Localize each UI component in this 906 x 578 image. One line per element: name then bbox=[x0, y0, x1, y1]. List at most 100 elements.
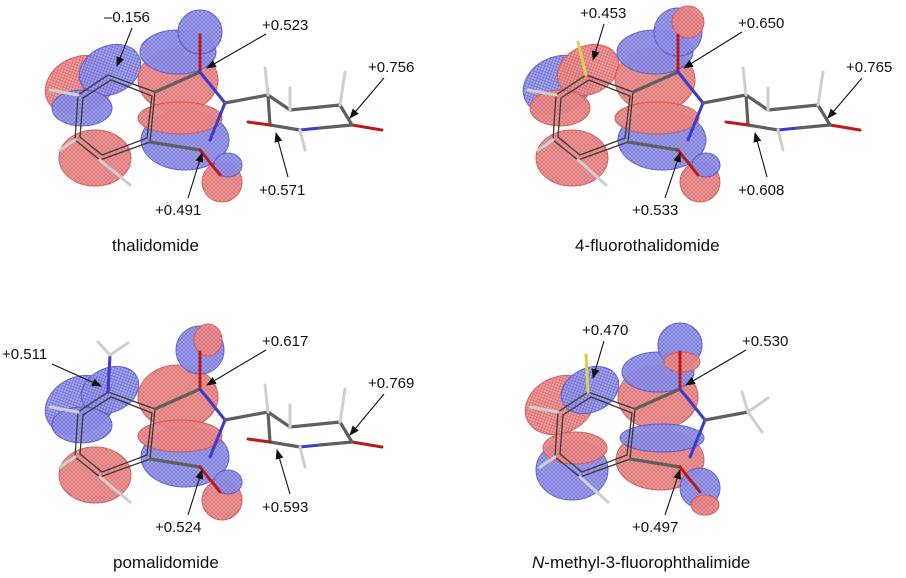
charge-label: +0.497 bbox=[632, 519, 678, 536]
charge-arrow bbox=[664, 152, 681, 199]
bond bbox=[318, 440, 354, 447]
bond bbox=[148, 140, 202, 152]
bond bbox=[288, 103, 342, 112]
bond bbox=[676, 70, 705, 105]
bond bbox=[746, 396, 770, 414]
charge-arrow bbox=[827, 77, 863, 119]
charge-arrow bbox=[187, 469, 204, 516]
bond bbox=[776, 128, 785, 152]
orbital-lobe bbox=[671, 5, 705, 39]
bond bbox=[338, 103, 354, 127]
charge-label: +0.511 bbox=[2, 346, 47, 363]
bond bbox=[208, 418, 227, 459]
bond bbox=[298, 126, 322, 132]
bond bbox=[631, 70, 680, 94]
bond bbox=[198, 387, 227, 422]
orbital-lobe bbox=[213, 469, 243, 495]
charge-arrow bbox=[591, 23, 605, 61]
bond bbox=[557, 79, 631, 156]
charge-arrow bbox=[349, 393, 385, 436]
bond bbox=[246, 120, 272, 127]
charge-label: +0.491 bbox=[155, 202, 201, 219]
charge-label: +0.650 bbox=[738, 15, 784, 32]
bond bbox=[246, 437, 272, 444]
bond bbox=[223, 410, 270, 422]
bond bbox=[266, 93, 292, 112]
molecule-name: N-methyl-3-fluorophthalimide bbox=[532, 553, 750, 572]
bond bbox=[744, 93, 750, 127]
bond bbox=[350, 123, 384, 132]
bond bbox=[48, 88, 80, 97]
charge-label: +0.765 bbox=[846, 59, 892, 76]
orbital-lobe bbox=[542, 431, 608, 465]
bond bbox=[816, 103, 832, 127]
orbital-lobe bbox=[137, 101, 223, 135]
bond bbox=[266, 410, 292, 429]
charge-arrow bbox=[753, 132, 768, 178]
bond bbox=[559, 396, 633, 473]
bond bbox=[741, 66, 748, 97]
charge-label: +0.533 bbox=[632, 202, 678, 219]
charge-arrow bbox=[51, 363, 102, 387]
charge-arrow bbox=[591, 340, 605, 379]
bond bbox=[676, 148, 700, 177]
charge-label: +0.571 bbox=[259, 182, 305, 199]
bond bbox=[633, 387, 682, 411]
charge-arrow bbox=[206, 349, 267, 386]
charge-label: +0.530 bbox=[742, 333, 788, 350]
orbital-lobes bbox=[44, 323, 243, 521]
bond bbox=[266, 410, 272, 444]
molecule-name: thalidomide bbox=[112, 236, 199, 255]
bond bbox=[96, 340, 112, 357]
charge-label: +0.617 bbox=[262, 333, 308, 350]
panel-pomalidomide: +0.511 +0.617 +0.769 +0.524 +0.593 pomal… bbox=[2, 323, 414, 572]
bond bbox=[350, 440, 384, 449]
charge-label: +0.524 bbox=[155, 519, 201, 536]
bond bbox=[198, 70, 227, 105]
bond bbox=[153, 70, 202, 94]
charge-arrow bbox=[206, 33, 267, 69]
molecule-name-rest: -methyl-3-fluorophthalimide bbox=[544, 553, 750, 572]
charge-arrow bbox=[187, 152, 204, 199]
bond bbox=[208, 101, 227, 142]
bond bbox=[796, 123, 832, 130]
molecule-name: pomalidomide bbox=[113, 553, 219, 572]
bond bbox=[776, 126, 800, 132]
charge-arrow bbox=[274, 132, 289, 178]
bond bbox=[766, 103, 820, 112]
bond bbox=[268, 440, 302, 449]
charge-label: +0.769 bbox=[368, 375, 414, 392]
bond bbox=[816, 70, 825, 107]
bond bbox=[746, 410, 764, 434]
orbital-lobe bbox=[556, 43, 620, 97]
bond bbox=[576, 158, 608, 187]
bond bbox=[724, 120, 750, 127]
bond bbox=[338, 387, 347, 424]
bond bbox=[298, 443, 322, 449]
bond bbox=[578, 475, 610, 504]
bond bbox=[98, 475, 132, 504]
molecule-skeleton bbox=[48, 340, 384, 504]
bond bbox=[79, 79, 153, 156]
bond bbox=[108, 341, 130, 357]
bond bbox=[584, 353, 590, 394]
orbital-lobe bbox=[663, 351, 701, 373]
bond bbox=[828, 123, 862, 132]
bond bbox=[744, 93, 770, 112]
bond bbox=[678, 465, 702, 494]
bond bbox=[106, 353, 112, 394]
bond bbox=[318, 123, 354, 130]
orbital-lobe bbox=[691, 152, 721, 178]
bond bbox=[266, 93, 272, 127]
charge-arrow bbox=[664, 469, 681, 516]
molecule-name-prefix: N bbox=[532, 553, 545, 572]
charge-label: +0.470 bbox=[582, 322, 628, 339]
bond bbox=[526, 88, 558, 97]
bond bbox=[79, 396, 153, 473]
orbital-lobe bbox=[690, 494, 720, 516]
bond bbox=[148, 457, 202, 469]
bond bbox=[628, 457, 682, 469]
bond bbox=[740, 390, 750, 414]
bond bbox=[288, 420, 342, 429]
